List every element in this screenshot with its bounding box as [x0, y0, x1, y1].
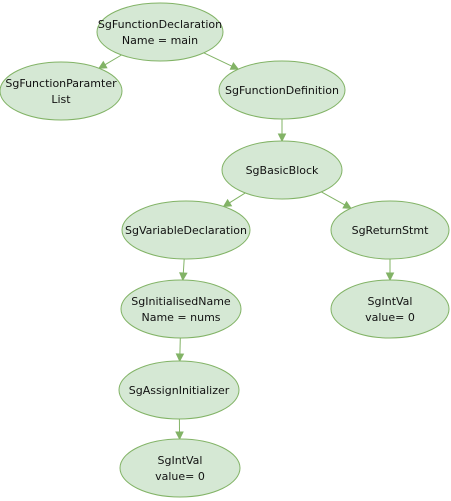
arrowhead-icon — [175, 353, 185, 363]
node-type-label: SgFunctionParamter — [5, 77, 117, 90]
node-ellipse — [119, 438, 241, 498]
edge-fn_decl-to-param_list — [98, 54, 122, 69]
edge-line — [321, 191, 346, 206]
arrowhead-icon — [385, 272, 395, 282]
edge-return_stmt-to-int_val_right — [385, 259, 395, 282]
node-type-label: SgIntVal — [158, 454, 203, 467]
node-ellipse — [221, 140, 343, 200]
edges-layer — [98, 52, 395, 441]
node-type-label: SgReturnStmt — [352, 224, 429, 237]
node-assign-init: SgAssignInitializer — [118, 360, 240, 420]
node-int-val-left: SgIntVal value= 0 — [119, 438, 241, 498]
arrowhead-icon — [229, 62, 240, 70]
node-ellipse — [330, 279, 450, 339]
node-attribute-label: value= 0 — [365, 311, 415, 324]
node-type-label: SgFunctionDefinition — [225, 84, 339, 97]
node-attribute-label: List — [51, 93, 71, 106]
arrowhead-icon — [98, 60, 108, 69]
node-type-label: SgFunctionDeclaration — [98, 18, 222, 31]
node-type-label: SgVariableDeclaration — [125, 224, 247, 237]
edge-assign_init-to-int_val_left — [175, 418, 184, 441]
node-attribute-label: Name = main — [122, 34, 198, 47]
node-ellipse — [118, 360, 240, 420]
edge-fn_decl-to-fn_def — [203, 52, 240, 70]
node-attribute-label: value= 0 — [155, 470, 205, 483]
node-basic-block: SgBasicBlock — [221, 140, 343, 200]
edge-line — [182, 258, 185, 274]
arrowhead-icon — [179, 272, 188, 282]
arrowhead-icon — [277, 133, 287, 143]
arrowhead-icon — [175, 431, 184, 441]
node-var-decl: SgVariableDeclaration — [121, 200, 251, 260]
node-int-val-right: SgIntVal value= 0 — [330, 279, 450, 339]
edge-line — [203, 52, 233, 67]
node-type-label: SgIntVal — [368, 295, 413, 308]
node-type-label: SgInitialisedName — [131, 295, 231, 308]
edge-basic_block-to-return_stmt — [321, 191, 352, 209]
arrowhead-icon — [222, 198, 233, 208]
node-ellipse — [0, 61, 123, 121]
edge-line — [229, 192, 246, 204]
node-ellipse — [120, 279, 242, 339]
edge-init_name-to-assign_init — [175, 337, 185, 363]
edge-basic_block-to-var_decl — [222, 192, 246, 208]
edge-var_decl-to-init_name — [179, 258, 188, 282]
node-type-label: SgBasicBlock — [246, 164, 319, 177]
edge-line — [104, 54, 122, 66]
node-fn-def: SgFunctionDefinition — [218, 60, 346, 120]
node-return-stmt: SgReturnStmt — [330, 200, 450, 260]
node-ellipse — [330, 200, 450, 260]
node-type-label: SgAssignInitializer — [129, 384, 230, 397]
edge-fn_def-to-basic_block — [277, 119, 287, 143]
arrowhead-icon — [342, 200, 352, 209]
node-ellipse — [218, 60, 346, 120]
node-attribute-label: Name = nums — [141, 311, 220, 324]
node-ellipse — [121, 200, 251, 260]
node-ellipse — [96, 2, 224, 62]
